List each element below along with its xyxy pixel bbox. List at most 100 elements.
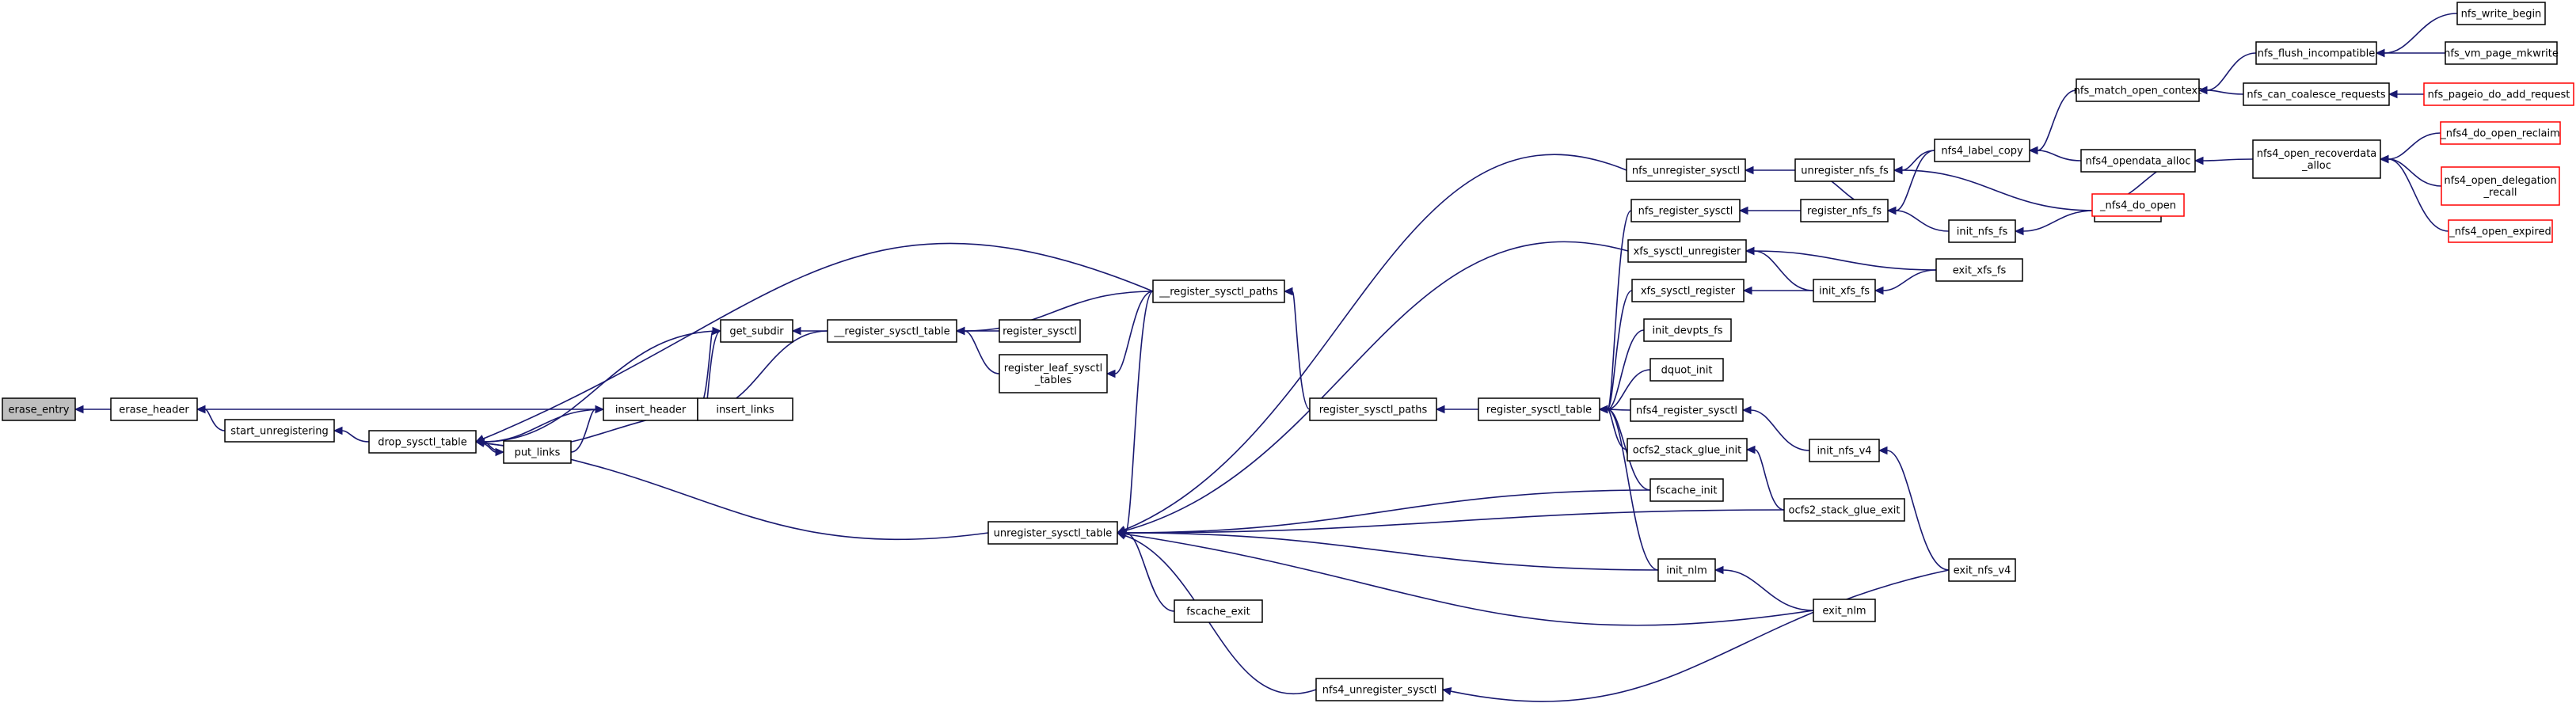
edge-line bbox=[964, 291, 1154, 332]
edge-arrowhead bbox=[1738, 206, 1748, 215]
edge-arrowhead bbox=[1878, 446, 1888, 455]
edge-insert_header-to-erase_header bbox=[196, 405, 603, 414]
node-ocfs2-stack-glue-exit[interactable]: ocfs2_stack_glue_exit bbox=[1783, 498, 1905, 522]
node-label: nfs_register_sysctl bbox=[1638, 206, 1733, 218]
node-label: _nfs4_open_expired bbox=[2449, 226, 2551, 238]
node-nfs4-opendata-alloc[interactable]: nfs4_opendata_alloc bbox=[2080, 149, 2196, 173]
node-register-nfs-fs[interactable]: register_nfs_fs bbox=[1800, 199, 1889, 222]
node--nfs4-open-expired[interactable]: _nfs4_open_expired bbox=[2448, 219, 2553, 243]
node-register-sysctl[interactable]: register_sysctl bbox=[999, 319, 1081, 343]
node-unregister-sysctl-table[interactable]: unregister_sysctl_table bbox=[987, 521, 1118, 545]
node-erase-header[interactable]: erase_header bbox=[110, 397, 198, 421]
node-fscache-init[interactable]: fscache_init bbox=[1649, 478, 1724, 502]
node-exit-xfs-fs[interactable]: exit_xfs_fs bbox=[1935, 258, 2023, 282]
node-init-devpts-fs[interactable]: init_devpts_fs bbox=[1643, 318, 1732, 342]
edge-line bbox=[1607, 369, 1651, 410]
node-drop-sysctl-table[interactable]: drop_sysctl_table bbox=[368, 430, 477, 454]
node-xfs-sysctl-register[interactable]: xfs_sysctl_register bbox=[1631, 279, 1745, 302]
node-nfs-register-sysctl[interactable]: nfs_register_sysctl bbox=[1630, 199, 1741, 222]
edge-line bbox=[2388, 158, 2442, 187]
edge-exit_xfs_fs-to-init_xfs_fs bbox=[1874, 269, 1937, 295]
edge-arrowhead bbox=[333, 426, 343, 435]
edge-arrowhead bbox=[791, 326, 801, 336]
node-init-nfs-v4[interactable]: init_nfs_v4 bbox=[1809, 439, 1880, 462]
node-label: erase_header bbox=[119, 405, 189, 416]
edge-arrowhead bbox=[1741, 405, 1752, 415]
node-box bbox=[999, 354, 1108, 393]
node-nfs-pageio-do-add-request[interactable]: nfs_pageio_do_add_request bbox=[2423, 82, 2574, 106]
node-nfs4-open-recoverdata-alloc[interactable]: nfs4_open_recoverdata_alloc bbox=[2252, 139, 2381, 179]
node-nfs4-open-delegation-recall[interactable]: nfs4_open_delegation_recall bbox=[2441, 166, 2560, 206]
edge-nfs4_opendata_alloc-to-nfs4_label_copy bbox=[2028, 146, 2082, 162]
node-register-sysctl-paths[interactable]: register_sysctl_paths bbox=[1309, 397, 1437, 421]
node-put-links[interactable]: put_links bbox=[503, 440, 572, 464]
node-label: drop_sysctl_table bbox=[378, 437, 467, 449]
node-exit-nlm[interactable]: exit_nlm bbox=[1813, 599, 1876, 622]
node-nfs4-label-copy[interactable]: nfs4_label_copy bbox=[1934, 139, 2030, 162]
node-dquot-init[interactable]: dquot_init bbox=[1649, 358, 1724, 382]
node-label: nfs4_open_recoverdata bbox=[2257, 148, 2377, 160]
edge-init_xfs_fs-to-xfs_sysctl_register bbox=[1742, 286, 1813, 295]
edge-exit_nfs_fs-to-init_nfs_fs bbox=[2014, 210, 2095, 236]
node-label: _alloc bbox=[2301, 160, 2331, 172]
node-unregister-nfs-fs[interactable]: unregister_nfs_fs bbox=[1794, 158, 1895, 182]
edge-line bbox=[1895, 210, 1950, 232]
node-xfs-sysctl-unregister[interactable]: xfs_sysctl_unregister bbox=[1627, 239, 1747, 263]
node-nfs4-register-sysctl[interactable]: nfs4_register_sysctl bbox=[1630, 398, 1744, 422]
node-nfs-can-coalesce-requests[interactable]: nfs_can_coalesce_requests bbox=[2243, 82, 2390, 106]
node-box bbox=[1630, 398, 1744, 422]
node-register-leaf-sysctl-tables[interactable]: register_leaf_sysctl_tables bbox=[999, 354, 1108, 393]
edge-line bbox=[1124, 509, 1785, 534]
node-exit-nfs-v4[interactable]: exit_nfs_v4 bbox=[1948, 558, 2016, 582]
node-nfs-flush-incompatible[interactable]: nfs_flush_incompatible bbox=[2255, 41, 2377, 65]
node-nfs-unregister-sysctl[interactable]: nfs_unregister_sysctl bbox=[1626, 158, 1746, 182]
node-fscache-exit[interactable]: fscache_exit bbox=[1174, 599, 1263, 623]
node-box bbox=[2456, 2, 2546, 25]
node-ocfs2-stack-glue-init[interactable]: ocfs2_stack_glue_init bbox=[1627, 438, 1748, 462]
node-nfs-write-begin[interactable]: nfs_write_begin bbox=[2456, 2, 2546, 25]
edge-arrowhead bbox=[2388, 89, 2398, 99]
node-label: register_leaf_sysctl bbox=[1004, 363, 1102, 374]
edge-exit_nlm-to-init_nlm bbox=[1714, 565, 1814, 611]
node--nfs4-do-open-reclaim[interactable]: _nfs4_do_open_reclaim bbox=[2440, 121, 2561, 145]
edge-nfs_unregister_sysctl-to-unregister_sysctl_table bbox=[1116, 154, 1627, 534]
node-box bbox=[1626, 158, 1746, 182]
node-init-xfs-fs[interactable]: init_xfs_fs bbox=[1813, 279, 1876, 302]
edges-layer bbox=[74, 13, 2458, 702]
edge-line bbox=[1754, 449, 1785, 511]
node-label: exit_nlm bbox=[1822, 606, 1866, 618]
node-init-nfs-fs[interactable]: init_nfs_fs bbox=[1948, 219, 2016, 243]
node-start-unregistering[interactable]: start_unregistering bbox=[224, 419, 335, 443]
node-box bbox=[224, 419, 335, 443]
node-insert-header[interactable]: insert_header bbox=[603, 397, 698, 421]
node-label: unregister_nfs_fs bbox=[1801, 165, 1889, 177]
node-box bbox=[1630, 199, 1741, 222]
edge-exit_nfs_v4-to-nfs4_unregister_sysctl bbox=[1441, 569, 1950, 702]
node-label: _recall bbox=[2483, 187, 2517, 199]
node-init-nlm[interactable]: init_nlm bbox=[1657, 558, 1716, 582]
edge-arrowhead bbox=[2028, 146, 2038, 155]
node---register-sysctl-paths[interactable]: __register_sysctl_paths bbox=[1152, 279, 1285, 303]
edge-unregister_nfs_fs-to-nfs_unregister_sysctl bbox=[1744, 165, 1795, 175]
node-nfs-vm-page-mkwrite[interactable]: nfs_vm_page_mkwrite bbox=[2444, 41, 2559, 65]
node---register-sysctl-table[interactable]: __register_sysctl_table bbox=[827, 319, 957, 343]
edge-fscache_exit-to-unregister_sysctl_table bbox=[1116, 528, 1175, 612]
node--nfs4-do-open[interactable]: _nfs4_do_open bbox=[2091, 193, 2185, 217]
node-label: insert_header bbox=[615, 405, 687, 416]
edge-line bbox=[1114, 291, 1154, 374]
node-erase-entry[interactable]: erase_entry bbox=[2, 397, 76, 421]
node-label: ocfs2_stack_glue_init bbox=[1633, 445, 1741, 457]
node-nfs-match-open-context[interactable]: nfs_match_open_context bbox=[2074, 78, 2202, 102]
node-register-sysctl-table[interactable]: register_sysctl_table bbox=[1478, 397, 1600, 421]
node-insert-links[interactable]: insert_links bbox=[697, 397, 793, 421]
node-box bbox=[987, 521, 1118, 545]
node-get-subdir[interactable]: get_subdir bbox=[720, 319, 793, 343]
node-label: init_nfs_v4 bbox=[1817, 446, 1871, 458]
node-box bbox=[2, 397, 76, 421]
node-label: nfs4_open_delegation bbox=[2444, 175, 2556, 187]
node-box bbox=[720, 319, 793, 343]
node-nfs4-unregister-sysctl[interactable]: nfs4_unregister_sysctl bbox=[1315, 678, 1444, 701]
node-label: nfs_unregister_sysctl bbox=[1632, 165, 1740, 177]
edge-arrowhead bbox=[1283, 287, 1293, 296]
edge-erase_header-to-erase_entry bbox=[74, 405, 111, 414]
